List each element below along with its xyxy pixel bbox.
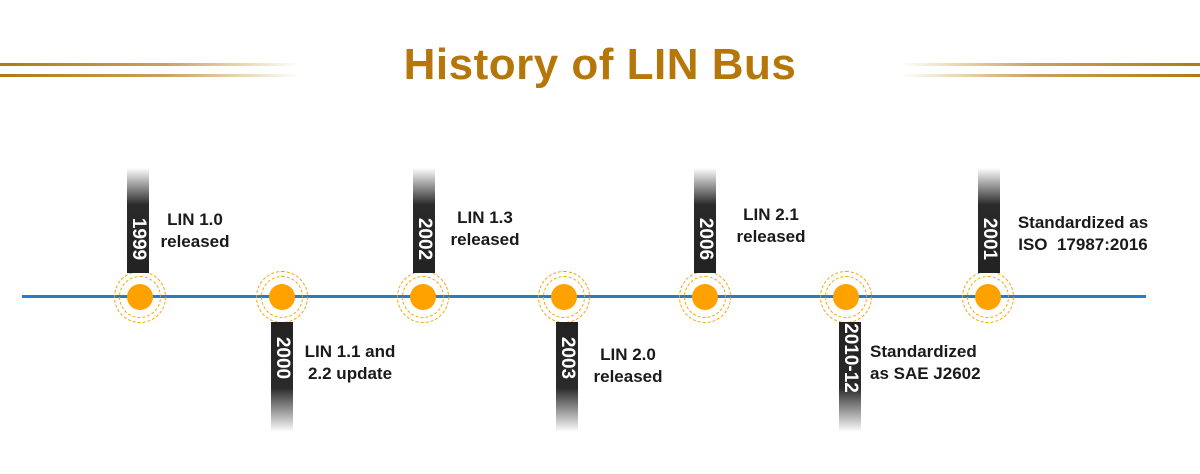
year-label: 2002 (414, 217, 435, 261)
year-marker: 2010-12 (839, 322, 861, 432)
year-label: 2006 (695, 217, 716, 261)
year-marker: 1999 (127, 168, 149, 273)
event-description: LIN 2.1 released (736, 205, 806, 246)
year-marker: 2001 (978, 168, 1000, 273)
year-marker: 2003 (556, 322, 578, 432)
year-label: 2010-12 (840, 323, 861, 393)
event-description: LIN 1.3 released (450, 208, 520, 249)
year-label: 2003 (557, 336, 578, 380)
year-marker: 2006 (694, 168, 716, 273)
event-description: Standardized as ISO 17987:2016 (1017, 213, 1149, 254)
year-label: 1999 (128, 217, 149, 261)
event-description: LIN 1.0 released (160, 210, 230, 251)
event-description: LIN 2.0 released (593, 345, 663, 386)
year-marker: 2002 (413, 168, 435, 273)
year-label: 2001 (979, 217, 1000, 261)
page-title: History of LIN Bus (403, 40, 797, 89)
year-label: 2000 (272, 336, 293, 380)
title-decoration-left (0, 63, 300, 79)
event-description: LIN 1.1 and 2.2 update (304, 342, 396, 383)
event-description: Standardized as SAE J2602 (870, 342, 981, 383)
year-marker: 2000 (271, 322, 293, 432)
title-decoration-right (900, 63, 1200, 79)
